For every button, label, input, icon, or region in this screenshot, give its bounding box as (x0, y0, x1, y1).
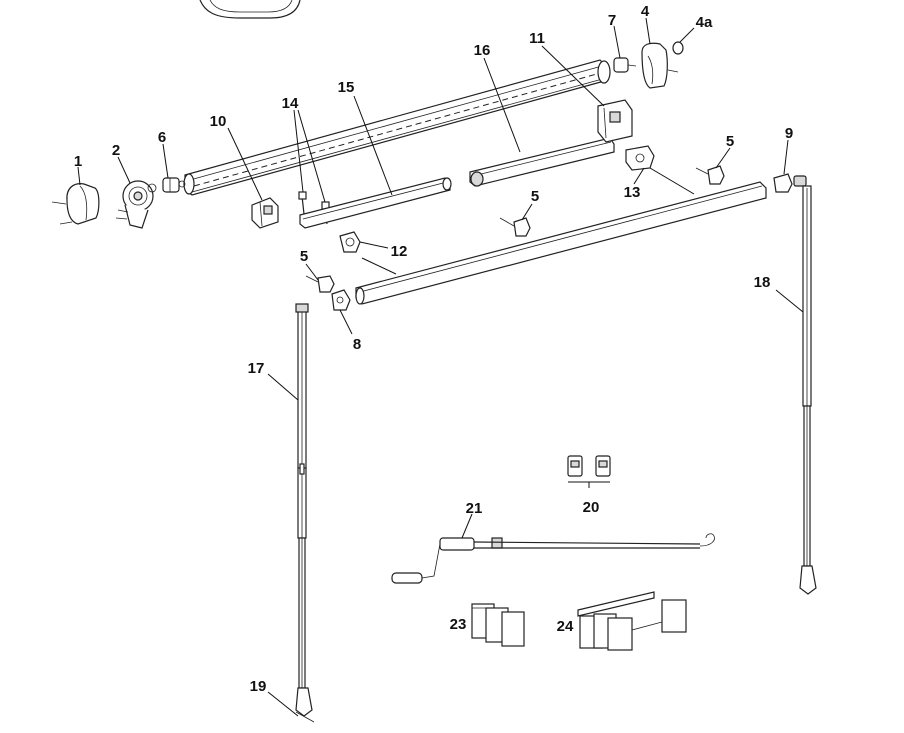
callout-8: 8 (353, 336, 361, 353)
callout-1: 1 (74, 153, 82, 170)
support-arm-part-17 (295, 303, 309, 689)
crank-handle-part-21 (391, 533, 715, 584)
collar-part-6 (162, 177, 186, 193)
bracket-part-5-right (695, 165, 725, 185)
callout-14: 14 (282, 95, 299, 112)
callout-12: 12 (391, 243, 408, 260)
bracket-part-8 (331, 289, 351, 311)
leader-lines (77, 17, 804, 717)
bracket-part-10 (251, 197, 279, 229)
callout-7: 7 (608, 12, 616, 29)
end-cap-part-1 (51, 183, 100, 225)
arm-joint-part-12 (339, 231, 361, 253)
mounting-plates-part-24 (577, 591, 687, 651)
callout-5-center: 5 (531, 188, 539, 205)
callout-2: 2 (112, 142, 120, 159)
callout-16: 16 (474, 42, 491, 59)
callout-20: 20 (583, 499, 600, 516)
callout-labels: 1 2 4 4a 5 5 5 6 7 8 9 10 11 12 13 14 15… (74, 3, 793, 695)
bracket-part-5-center (499, 217, 531, 237)
bracket-assembly-part-11 (597, 99, 633, 143)
callout-11: 11 (529, 30, 545, 47)
callout-4: 4 (641, 3, 650, 20)
end-cap-part-4 (641, 42, 679, 89)
cap-part-7 (613, 57, 637, 73)
callout-9: 9 (785, 125, 793, 142)
callout-6: 6 (158, 129, 166, 146)
canopy-line-right (649, 167, 695, 195)
callout-5-left: 5 (300, 248, 308, 265)
callout-10: 10 (210, 113, 227, 130)
callout-24: 24 (557, 618, 574, 635)
arm-tube-part-16 (469, 137, 615, 187)
callout-21: 21 (466, 500, 483, 517)
gear-head-part-2 (115, 180, 157, 229)
ring-part-4a (672, 41, 684, 55)
callout-17: 17 (248, 360, 265, 377)
arm-tube-part-15 (299, 177, 452, 229)
top-partial-part (199, 0, 301, 19)
foot-part-19 (295, 687, 315, 723)
support-arm-part-18 (799, 185, 817, 595)
callout-13: 13 (624, 184, 641, 201)
arm-joint-part-13 (625, 145, 655, 171)
callout-18: 18 (754, 274, 771, 291)
roller-tube-extrusion (183, 59, 611, 196)
callout-19: 19 (250, 678, 267, 695)
canopy-line-left (361, 257, 397, 275)
lead-rail (355, 181, 767, 305)
callout-5-right: 5 (726, 133, 734, 150)
callout-23: 23 (450, 616, 467, 633)
mounting-plates-part-23 (471, 603, 525, 647)
bracket-part-9 (773, 173, 807, 193)
callout-4a: 4a (696, 14, 713, 31)
bracket-part-5-left (305, 275, 335, 293)
clips-part-20 (567, 455, 611, 483)
callout-15: 15 (338, 79, 355, 96)
